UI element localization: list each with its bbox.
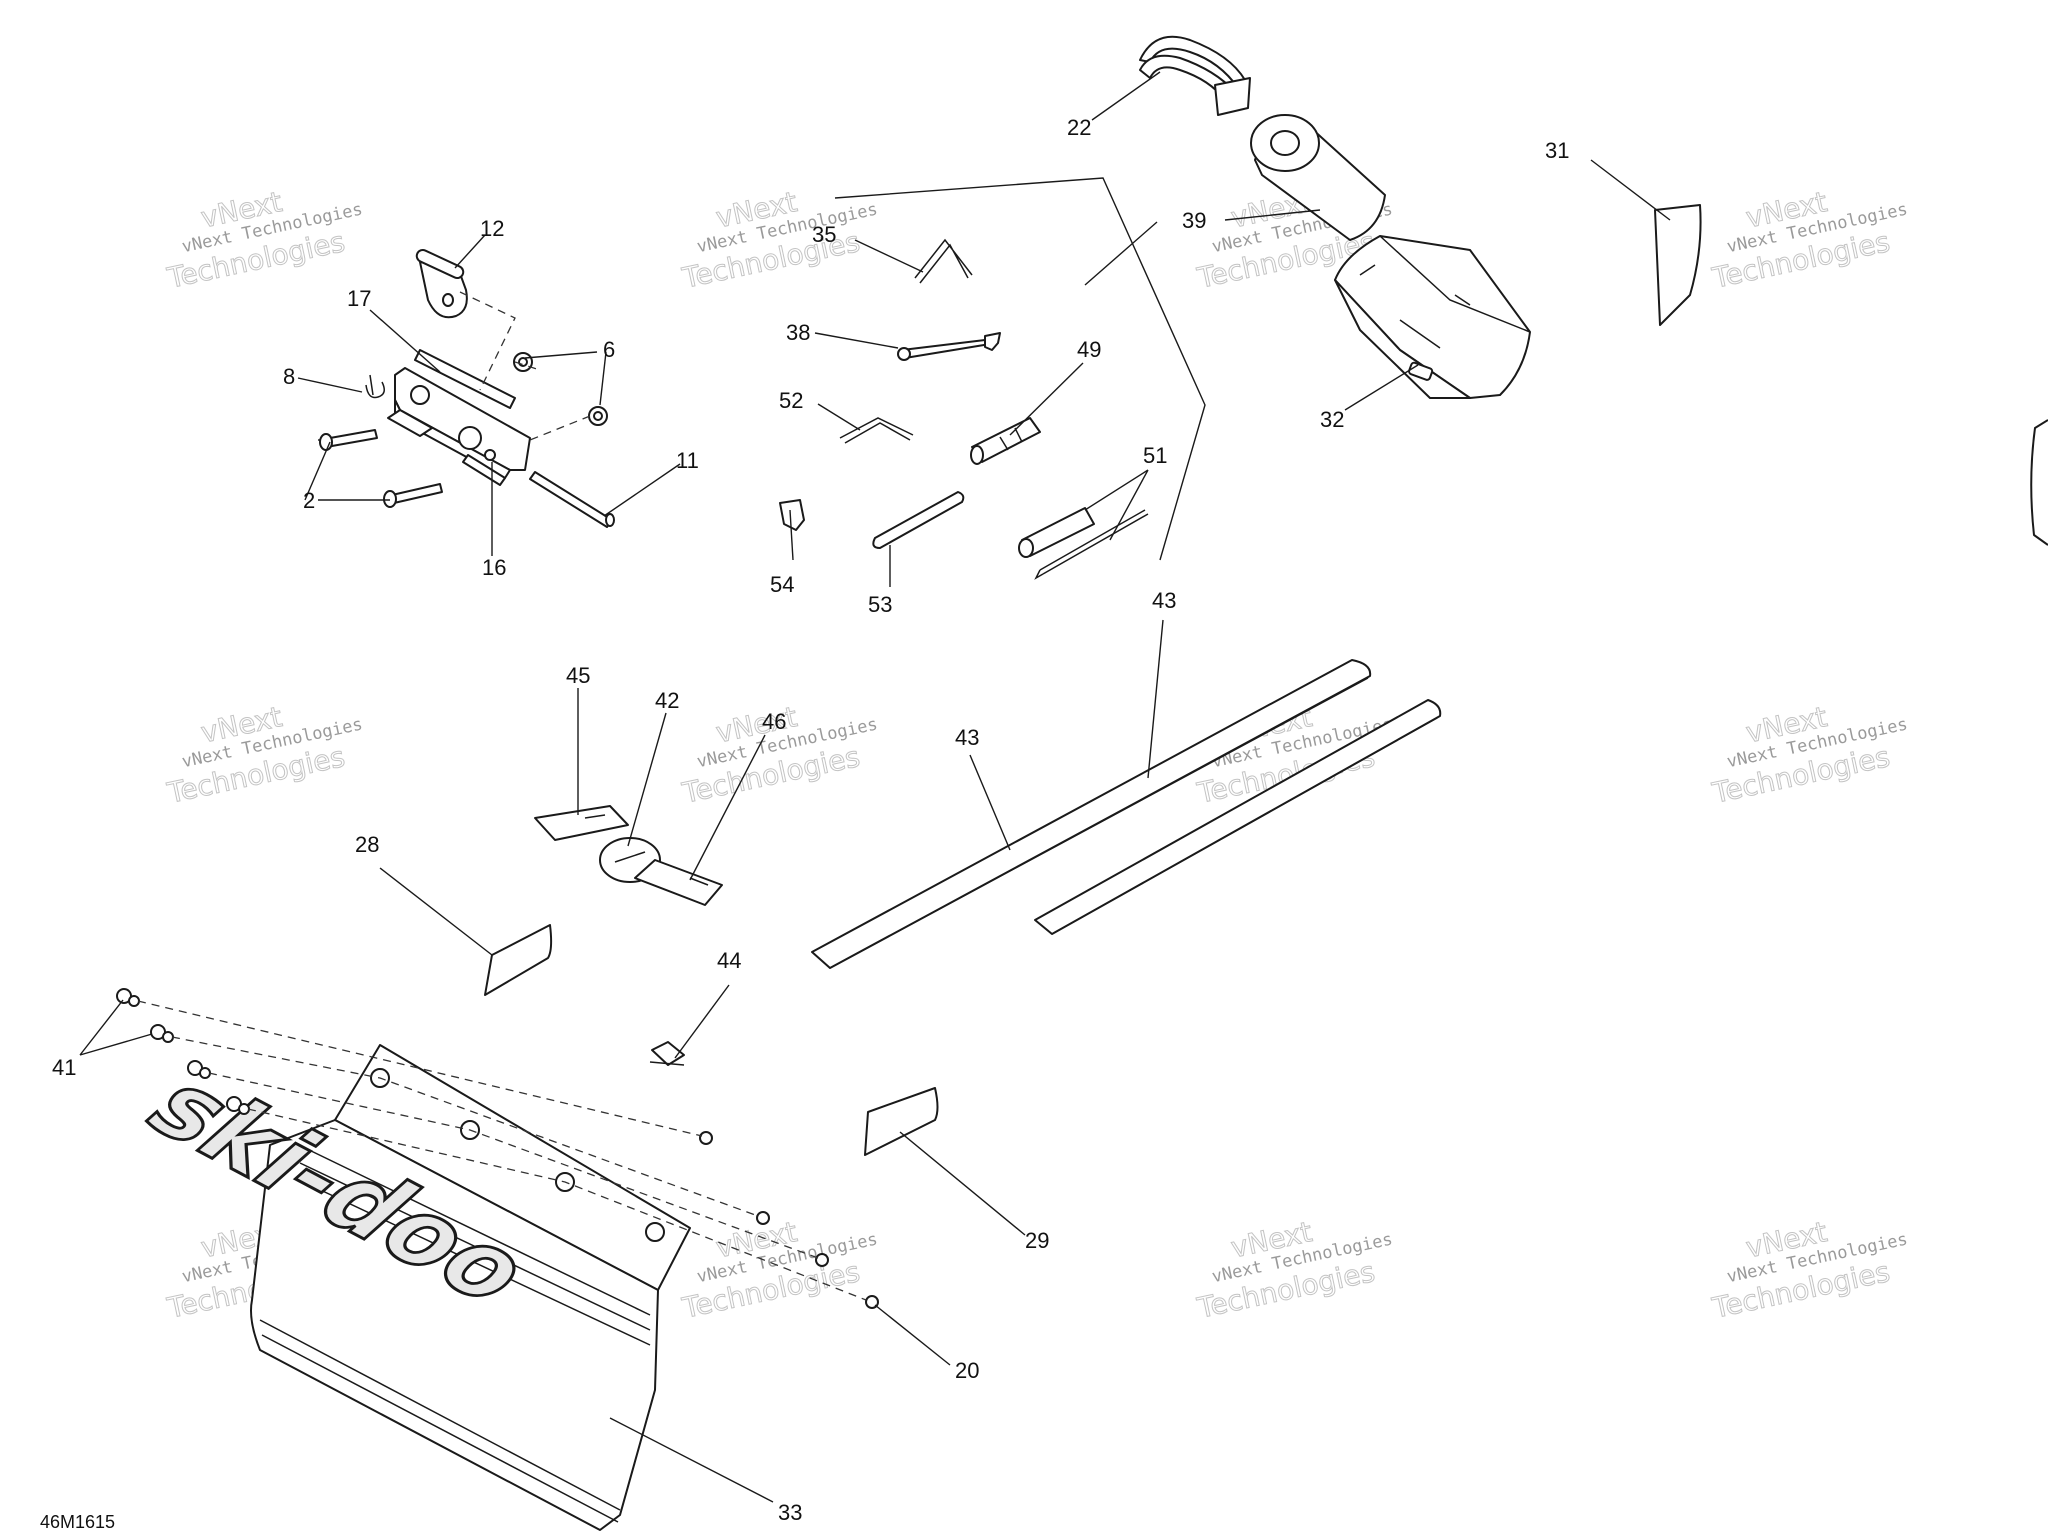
fasteners (116, 988, 879, 1309)
callout-43b: 43 (955, 725, 979, 750)
callout-28: 28 (355, 832, 379, 857)
callout-33: 33 (778, 1500, 802, 1525)
callout-32: 32 (1320, 407, 1344, 432)
callout-16: 16 (482, 555, 506, 580)
callout-39: 39 (1182, 208, 1206, 233)
callout-52: 52 (779, 388, 803, 413)
callout-54: 54 (770, 572, 794, 597)
callout-6: 6 (603, 337, 615, 362)
callout-20: 20 (955, 1358, 979, 1383)
callout-11: 11 (676, 448, 699, 473)
callout-29: 29 (1025, 1228, 1049, 1253)
tool-kit (779, 238, 1149, 580)
callout-17: 17 (347, 286, 371, 311)
callout-38: 38 (786, 320, 810, 345)
leader-lines (79, 71, 1671, 1503)
callout-51: 51 (1143, 443, 1167, 468)
callout-2: 2 (303, 488, 315, 513)
callout-53: 53 (868, 592, 892, 617)
bracket-assembly (319, 248, 615, 528)
callout-22: 22 (1067, 115, 1091, 140)
callout-8: 8 (283, 364, 295, 389)
callout-49: 49 (1077, 337, 1101, 362)
callout-12: 12 (480, 216, 504, 241)
callout-42: 42 (655, 688, 679, 713)
diagram-id-label: 46M1615 (40, 1512, 115, 1532)
decals (484, 805, 939, 1156)
callout-35: 35 (812, 222, 836, 247)
callout-45: 45 (566, 663, 590, 688)
rails (811, 659, 1442, 969)
callout-labels: 12 17 6 8 2 16 11 22 31 39 32 35 38 52 4… (52, 115, 1569, 1525)
callout-31: 31 (1545, 138, 1569, 163)
callout-44: 44 (717, 948, 741, 973)
callout-41: 41 (52, 1055, 76, 1080)
callout-46: 46 (762, 709, 786, 734)
storage-parts (1139, 35, 2048, 546)
callout-43a: 43 (1152, 588, 1176, 613)
